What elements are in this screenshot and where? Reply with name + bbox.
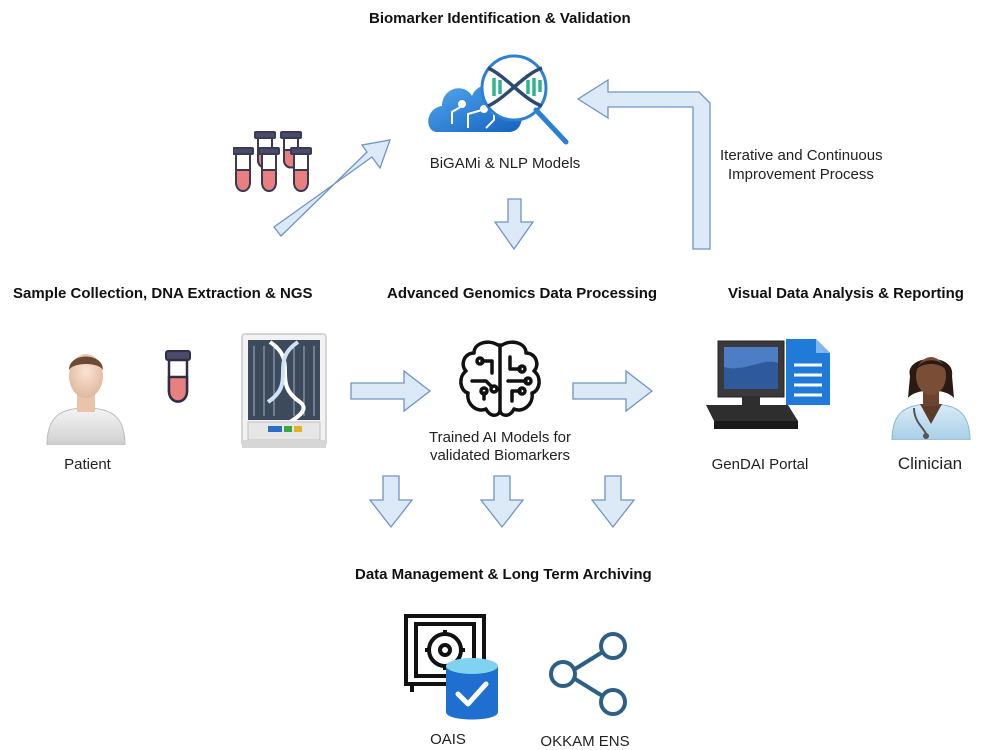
label-trained-line2: validated Biomarkers xyxy=(429,447,571,464)
ai-brain-circuit-icon xyxy=(459,340,541,417)
section-title-biomarker: Biomarker Identification & Validation xyxy=(369,10,631,27)
label-trained-line1: Trained AI Models for xyxy=(428,429,571,446)
share-network-icon xyxy=(549,632,627,716)
arrow-down-archive-2 xyxy=(479,475,525,529)
section-title-processing: Advanced Genomics Data Processing xyxy=(387,285,658,302)
ngs-sequencer-icon xyxy=(241,333,327,448)
arrow-right-sequencer xyxy=(350,369,432,413)
arrow-feedback-loop xyxy=(576,78,711,250)
clinician-avatar-icon xyxy=(891,357,971,440)
arrow-diagonal-up-right xyxy=(273,139,391,237)
label-iterative-line2: Improvement Process xyxy=(728,166,874,183)
vault-database-check-icon xyxy=(404,614,498,720)
label-oais: OAIS xyxy=(430,731,466,748)
arrow-down-bigami xyxy=(493,198,535,251)
section-title-archiving: Data Management & Long Term Archiving xyxy=(355,566,652,583)
arrow-right-brain xyxy=(572,369,654,413)
section-title-sample: Sample Collection, DNA Extraction & NGS xyxy=(13,285,313,302)
arrow-down-archive-3 xyxy=(590,475,636,529)
label-patient: Patient xyxy=(64,456,111,473)
test-tube-rack-icon xyxy=(233,131,312,192)
label-iterative-line1: Iterative and Continuous xyxy=(720,147,883,164)
label-bigami: BiGAMi & NLP Models xyxy=(429,155,581,172)
label-clinician: Clinician xyxy=(897,454,963,473)
test-tube-icon xyxy=(165,350,191,403)
patient-avatar-icon xyxy=(46,354,126,445)
label-okkam: OKKAM ENS xyxy=(540,733,630,750)
computer-document-icon xyxy=(706,339,830,429)
arrow-down-archive-1 xyxy=(368,475,414,529)
cloud-dna-search-icon xyxy=(428,54,569,145)
section-title-visual: Visual Data Analysis & Reporting xyxy=(728,285,964,302)
label-gendai: GenDAI Portal xyxy=(711,456,809,473)
